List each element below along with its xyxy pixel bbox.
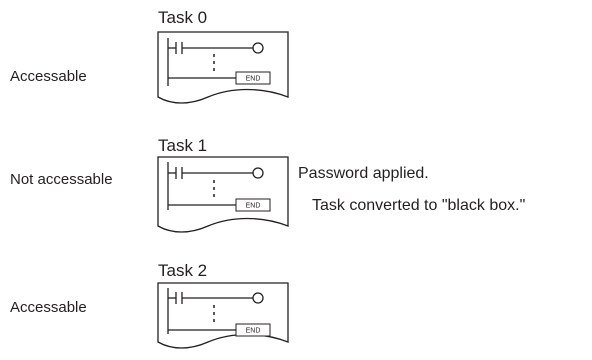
- task-2-page: [157, 282, 289, 349]
- task-0-end-label: END: [246, 76, 261, 83]
- output-coil-icon: [252, 167, 264, 179]
- task-1-group: Task 1 Not accessable END Password appli…: [10, 136, 525, 233]
- task-2-title: Task 2: [158, 261, 207, 280]
- end-instruction-box: [235, 198, 271, 212]
- black-box-note: Task converted to "black box.": [312, 197, 525, 214]
- task-0-page: [157, 31, 289, 104]
- task-2-ladder-program: END: [167, 288, 271, 337]
- task-1-title: Task 1: [158, 136, 207, 155]
- task-1-end-label: END: [246, 203, 261, 210]
- output-coil-icon: [252, 42, 264, 54]
- task-0-group: Task 0 Accessable END: [10, 8, 289, 104]
- task-1-page-black-box: [157, 156, 289, 233]
- end-instruction-box: [235, 71, 271, 85]
- task-1-access-label: Not accessable: [10, 171, 113, 188]
- task-0-ladder-program: END: [167, 38, 271, 86]
- end-instruction-box: [235, 323, 271, 337]
- task-1-ladder-program: END: [167, 162, 271, 212]
- task-2-access-label: Accessable: [10, 299, 87, 316]
- task-0-access-label: Accessable: [10, 68, 87, 85]
- task-2-end-label: END: [246, 328, 261, 335]
- task-2-group: Task 2 Accessable END: [10, 261, 289, 349]
- output-coil-icon: [252, 292, 264, 304]
- password-note: Password applied.: [298, 165, 429, 182]
- task-0-title: Task 0: [158, 8, 207, 27]
